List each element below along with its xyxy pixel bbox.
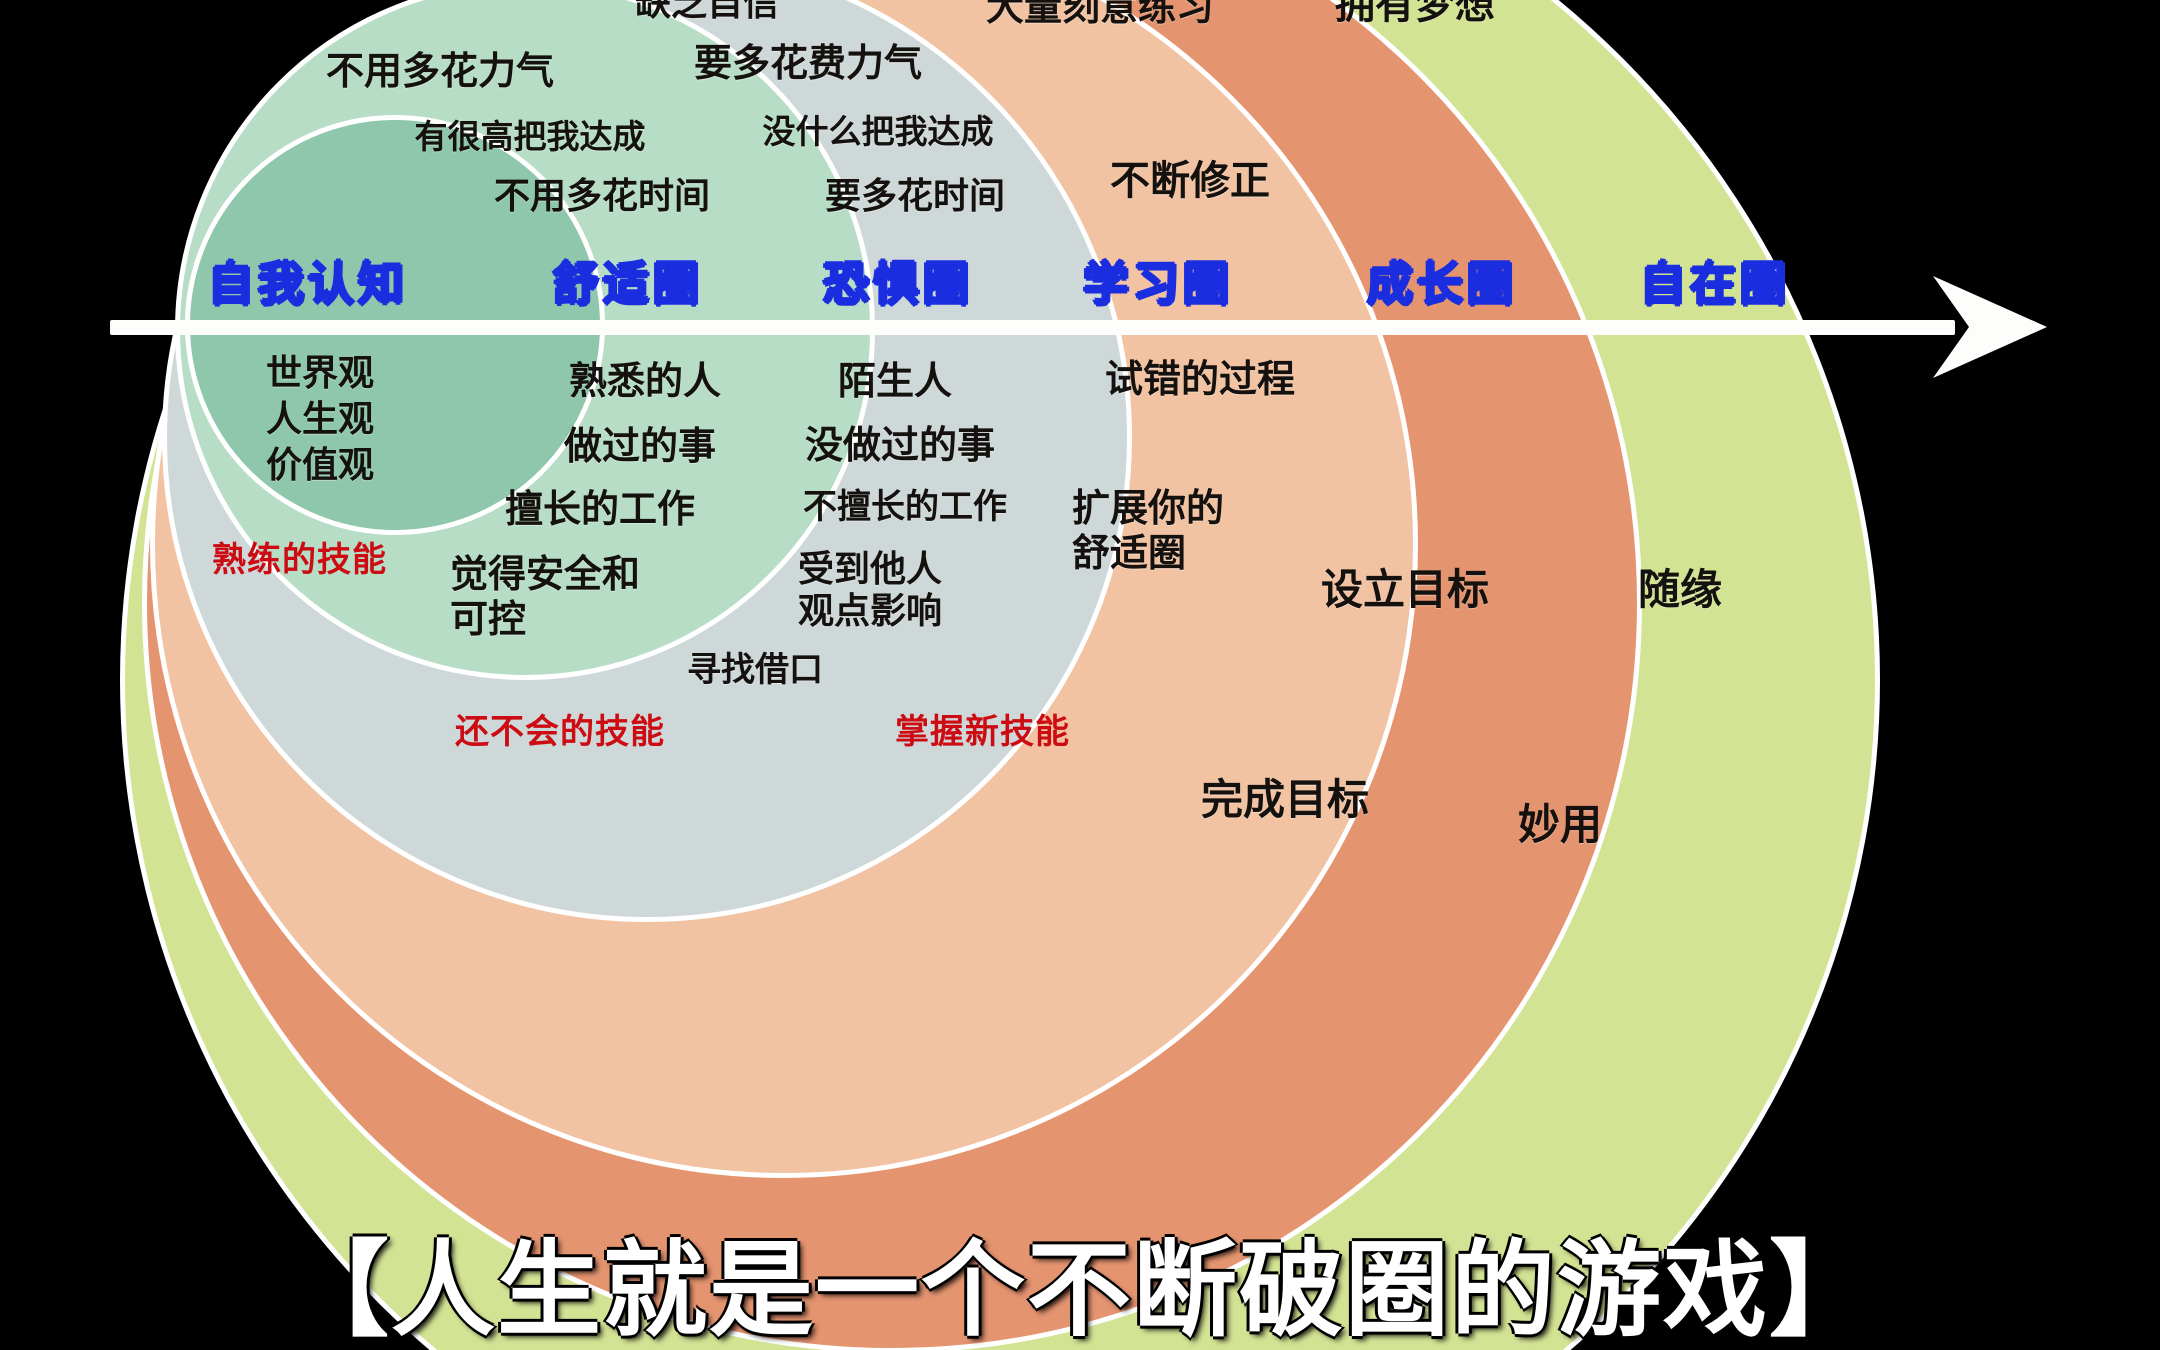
item-fear-time: 要多花时间 [824, 175, 1005, 216]
tag-mastered-skills: 熟练的技能 [212, 541, 387, 579]
zone-label-self-awareness: 自我认知 [208, 258, 408, 310]
item-comfort-time: 不用多花时间 [493, 175, 710, 216]
item-learning-correct: 不断修正 [1110, 159, 1270, 203]
item-growth-dream: 拥有梦想 [1335, 0, 1495, 27]
item-self-views: 世界观 人生观 价值观 [265, 352, 374, 486]
zone-label-fear-zone: 恐惧圈 [823, 258, 973, 310]
zone-label-learning-zone: 学习圈 [1083, 258, 1233, 310]
progress-arrow-head [1933, 276, 2047, 378]
item-fear-bad-work: 不擅长的工作 [803, 488, 1007, 526]
item-growth-set-goal: 设立目标 [1320, 566, 1489, 613]
item-comfort-work: 擅长的工作 [504, 489, 695, 531]
item-comfort-safe: 觉得安全和 可控 [450, 554, 641, 641]
item-fear-undone: 没做过的事 [804, 425, 995, 467]
item-comfort-effort: 不用多花力气 [325, 51, 554, 93]
item-fear-confidence: 缺乏自信 [634, 0, 779, 23]
item-fear-achieve: 没什么把我达成 [762, 113, 994, 150]
item-learning-practice: 大量刻意练习 [985, 0, 1214, 29]
item-comfort-people: 熟悉的人 [568, 361, 721, 403]
item-freedom-fate: 随缘 [1637, 566, 1722, 613]
tag-unlearned-skills: 还不会的技能 [455, 713, 665, 751]
item-fear-excuses: 寻找借口 [687, 651, 823, 689]
tag-new-skills: 掌握新技能 [895, 713, 1070, 751]
zone-label-freedom-zone: 自在圈 [1640, 258, 1790, 310]
zone-label-comfort-zone: 舒适圈 [553, 258, 703, 310]
item-fear-strangers: 陌生人 [837, 361, 952, 403]
item-comfort-achieve: 有很高把我达成 [414, 118, 646, 155]
caption-text: 【人生就是一个不断破圈的游戏】 [284, 1233, 1875, 1349]
progress-arrow-shaft [110, 320, 1955, 335]
item-learning-trial-error: 试错的过程 [1104, 359, 1295, 401]
item-learning-expand: 扩展你的 舒适圈 [1072, 488, 1225, 575]
item-comfort-done: 做过的事 [563, 426, 716, 468]
zone-label-growth-zone: 成长圈 [1367, 258, 1517, 310]
item-fear-effort: 要多花费力气 [693, 43, 922, 85]
item-freedom-wonder: 妙用 [1517, 801, 1602, 848]
item-fear-others-opinion: 受到他人 观点影响 [797, 548, 942, 632]
item-growth-finish-goal: 完成目标 [1200, 776, 1369, 823]
